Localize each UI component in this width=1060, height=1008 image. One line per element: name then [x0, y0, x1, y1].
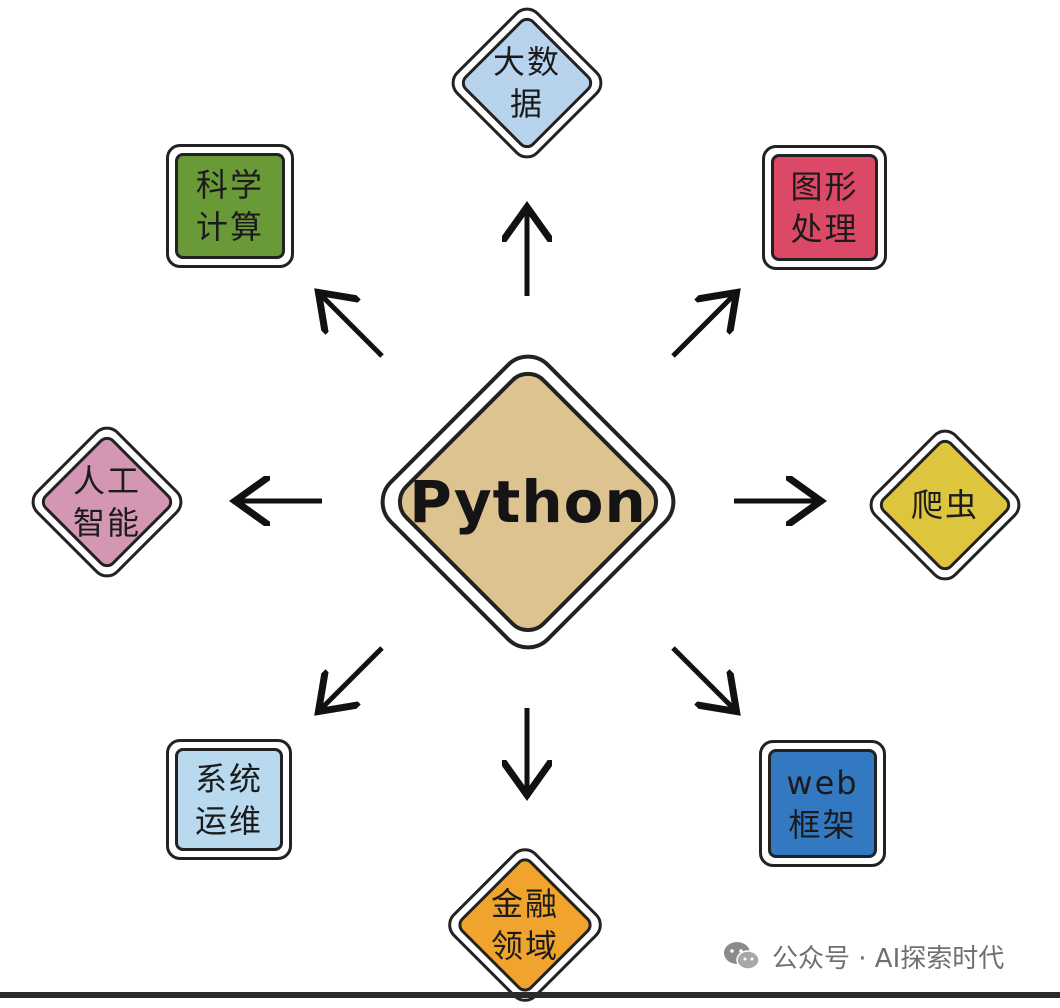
watermark: 公众号 · AI探索时代 [722, 936, 1004, 976]
node-label: 金融 领域 [490, 885, 559, 965]
node-sci-compute: 科学 计算 [166, 144, 294, 268]
arrow-down-right [671, 646, 733, 708]
node-label: 图形 处理 [790, 167, 859, 248]
node-label: 系统 运维 [194, 759, 263, 840]
node-sysops: 系统 运维 [166, 739, 292, 860]
node-label: 大数 据 [492, 43, 561, 123]
node-big-data: 大数 据 [444, 0, 610, 166]
arrow-up-left [322, 296, 384, 358]
watermark-text: 公众号 · AI探索时代 [772, 943, 1005, 974]
bottom-divider [0, 992, 1060, 998]
wechat-icon [724, 942, 760, 970]
center-label: Python [409, 468, 647, 536]
arrow-up-right [671, 296, 733, 358]
node-label: web 框架 [786, 763, 859, 844]
node-crawler: 爬虫 [862, 422, 1028, 588]
arrow-down-left [322, 646, 384, 708]
node-web-framework: web 框架 [759, 740, 886, 867]
node-ai: 人工 智能 [24, 419, 190, 585]
node-graphics: 图形 处理 [762, 145, 887, 270]
center-node-python: Python [368, 342, 688, 662]
node-label: 爬虫 [910, 486, 979, 524]
node-finance: 金融 领域 [441, 841, 609, 1008]
node-label: 科学 计算 [195, 166, 264, 246]
node-label: 人工 智能 [72, 462, 141, 542]
